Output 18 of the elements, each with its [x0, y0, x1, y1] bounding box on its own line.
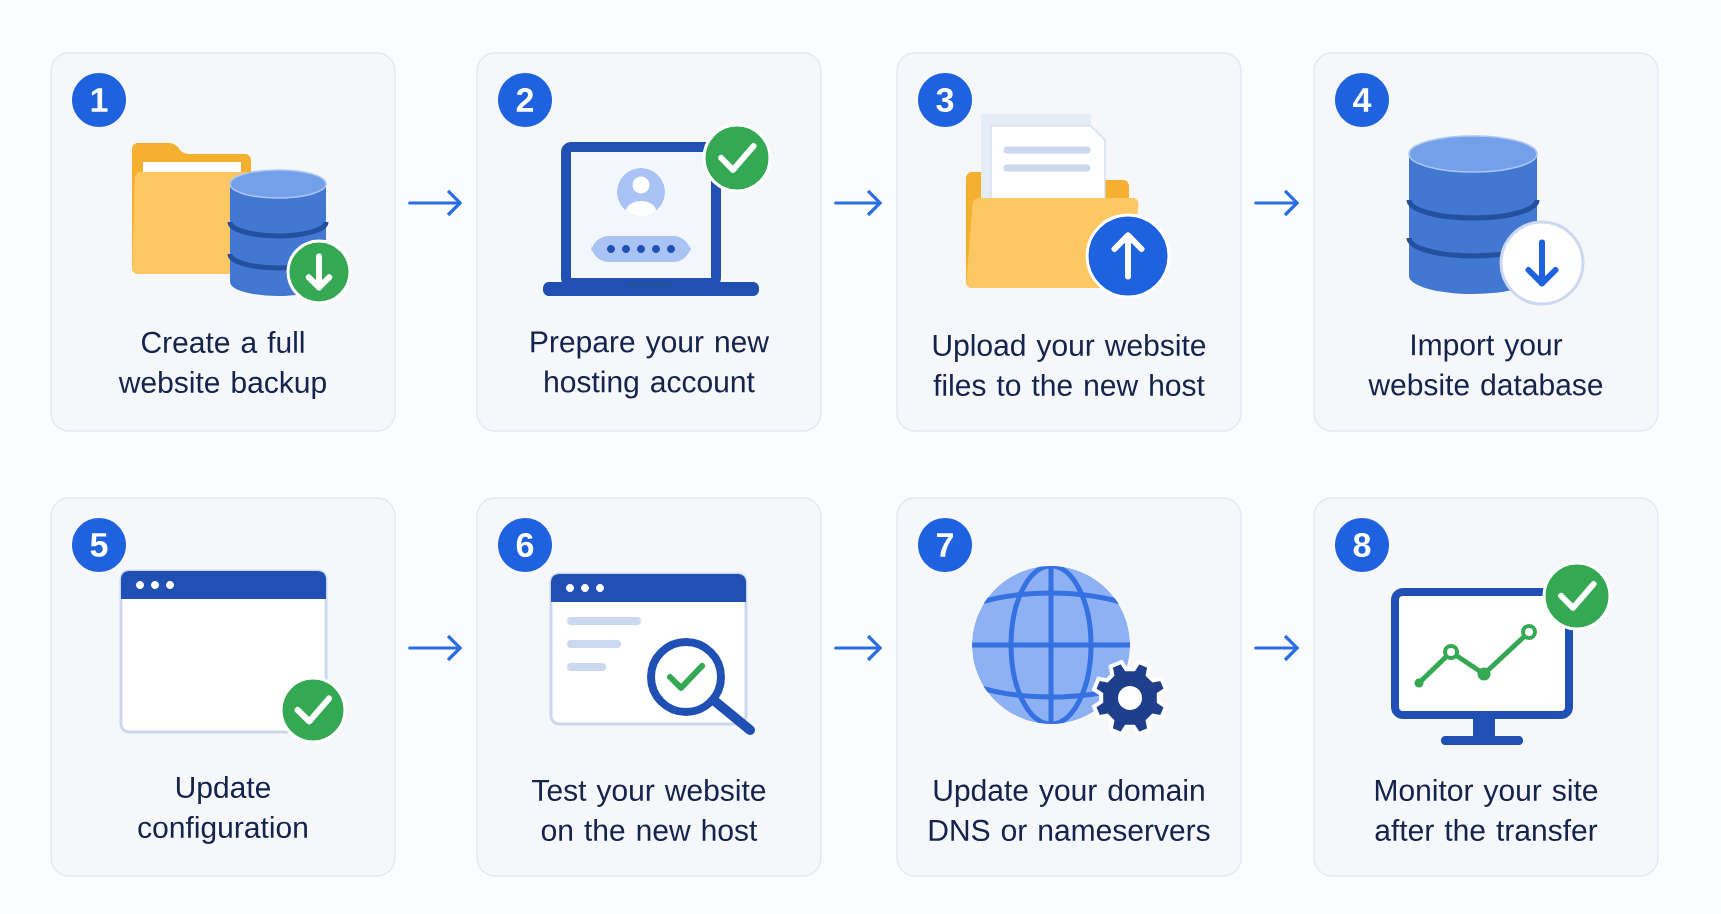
- number-badge: 7: [918, 518, 972, 572]
- step-caption: Import your website database: [1368, 334, 1603, 396]
- number-badge: 1: [72, 73, 126, 127]
- step-caption: Create a full website backup: [118, 331, 326, 399]
- step-caption: Prepare your new hosting account: [531, 331, 770, 399]
- step-caption: Upload your website files to the new host: [933, 334, 1206, 396]
- arrow: [408, 189, 463, 217]
- step-caption: Update configuration: [138, 776, 307, 844]
- number-badge: 3: [918, 73, 972, 127]
- number-badge: 8: [1335, 518, 1389, 572]
- number-badge: 5: [72, 518, 126, 572]
- step-caption: Update your domain DNS or nameservers: [929, 779, 1210, 841]
- number-badge: 6: [498, 518, 552, 572]
- number-badge: 4: [1335, 73, 1389, 127]
- number-badge: 2: [498, 73, 552, 127]
- step-caption: Test your website on the new host: [532, 779, 766, 841]
- step-caption: Monitor your site after the transfer: [1375, 779, 1598, 841]
- arrow: [408, 634, 463, 662]
